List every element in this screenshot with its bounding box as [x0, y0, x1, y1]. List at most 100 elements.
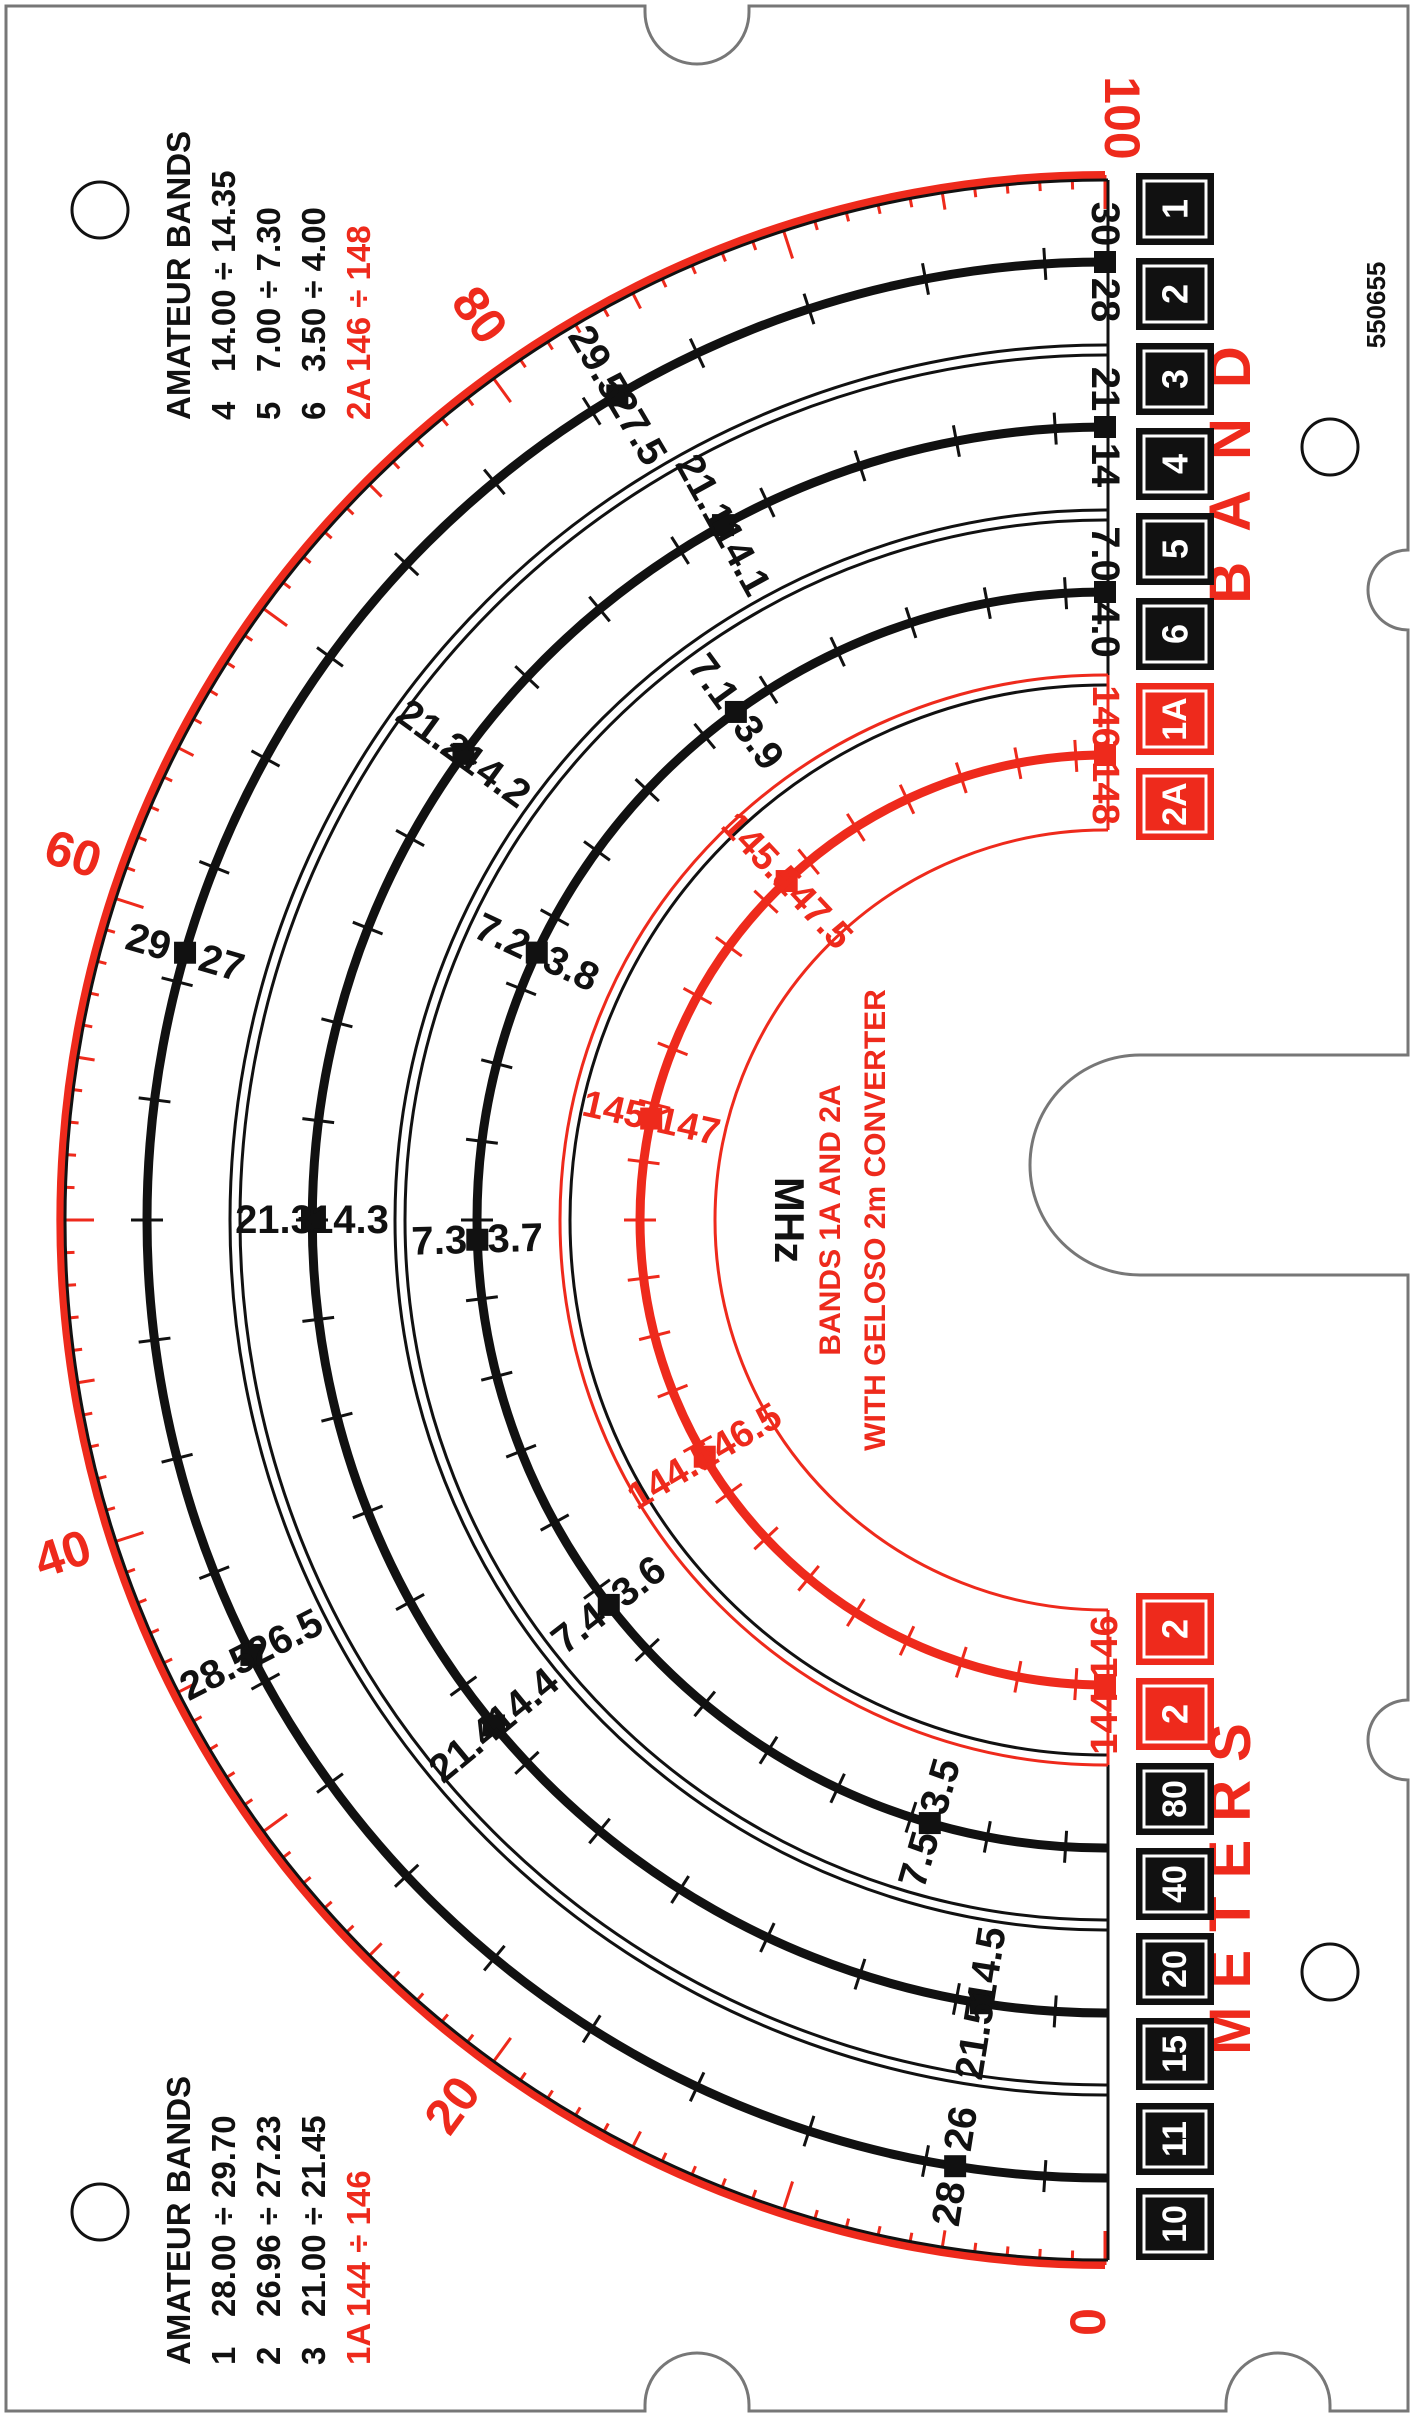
calibration-mark [1094, 744, 1116, 766]
percent-scale-tick [875, 2225, 882, 2241]
inner-frequency-label: 4.0 [1083, 602, 1127, 658]
percent-scale-tick [342, 503, 355, 516]
meter-box: 15 [1136, 2018, 1214, 2090]
amateur-band-number: 6 [295, 402, 332, 420]
amateur-band-range: 144 ÷ 146 [340, 2170, 377, 2317]
tuning-tick [465, 1295, 499, 1303]
tuning-tick [898, 784, 916, 815]
tuning-tick [1063, 577, 1069, 610]
percent-scale-tick [843, 2218, 851, 2233]
tuning-tick [904, 1801, 918, 1833]
meter-box-label: 10 [1156, 2205, 1194, 2243]
meter-box-label: 11 [1156, 2121, 1194, 2157]
percent-scale-tick [188, 1715, 203, 1725]
percent-scale-tick [1037, 176, 1042, 192]
percent-scale-tick [571, 2106, 582, 2121]
percent-scale-tick [61, 1283, 77, 1288]
percent-scale-tick [221, 658, 236, 669]
percent-scale-tick [972, 2242, 978, 2257]
band-box-label: 2A [1156, 782, 1194, 825]
percent-scale-tick [64, 1120, 79, 1125]
tuning-tick [352, 1504, 384, 1520]
tuning-tick [1013, 747, 1023, 780]
percent-scale-tick [84, 1443, 100, 1450]
amateur-band-range: 7.00 ÷ 7.30 [250, 207, 287, 372]
tuning-tick [753, 889, 779, 914]
inner-frequency-label: 3.7 [487, 1216, 544, 1262]
amateur-bands-title: AMATEUR BANDS [160, 131, 197, 420]
percent-scale-tick [749, 236, 758, 251]
percent-scale-tick [84, 990, 100, 997]
tuning-tick [759, 487, 776, 518]
tuning-tick [954, 1646, 968, 1678]
percent-scale-tick [204, 1743, 219, 1754]
tuning-tick [758, 675, 779, 705]
percent-scale-tick [342, 1924, 355, 1937]
percent-scale-tick [278, 578, 292, 590]
inner-frequency-label: 14 [1083, 443, 1127, 488]
percent-scale-tick [221, 1771, 236, 1782]
percent-scale-tick [412, 1992, 425, 2005]
tuning-tick [982, 587, 992, 620]
tuning-tick [714, 936, 743, 958]
percent-scale-tick [437, 413, 449, 427]
calibration-mark [240, 1643, 263, 1666]
calibration-mark [1094, 581, 1116, 603]
meter-box: 10 [1136, 2188, 1214, 2260]
tuning-tick [581, 2014, 602, 2044]
meter-box: 80 [1136, 1763, 1214, 1835]
percent-scale-tick [92, 958, 107, 966]
outer-frequency-label: 7.3 [411, 1218, 468, 1264]
meter-box-label: 2 [1155, 1619, 1196, 1639]
tuning-tick [352, 920, 384, 936]
tuning-tick [250, 749, 281, 768]
tuning-tick [393, 552, 420, 577]
percent-scale-tick [132, 833, 147, 842]
band-box: 4 [1136, 428, 1214, 500]
channel-border [63, 178, 1106, 2262]
tuning-tick [1052, 1995, 1058, 2028]
amateur-band-range: 14.00 ÷ 14.35 [205, 170, 242, 372]
percent-scale-tick [571, 319, 582, 334]
tuning-tick [634, 778, 660, 803]
band-box: 1 [1136, 173, 1214, 245]
tuning-tick [302, 1117, 335, 1125]
tuning-tick [583, 1578, 611, 1600]
calibration-mark [301, 1209, 323, 1231]
tuning-tick [1042, 2160, 1048, 2193]
amateur-band-range: 146 ÷ 148 [340, 225, 377, 372]
percent-scale-tick [320, 527, 333, 540]
percent-scale-tick [412, 435, 425, 448]
tuning-tick [395, 1593, 425, 1612]
amateur-band-number: 2 [250, 2347, 287, 2365]
outer-frequency-label: 21 [1083, 367, 1127, 412]
meter-box-label: 2 [1155, 1704, 1196, 1724]
calibration-mark [918, 1812, 941, 1835]
channel-border [713, 828, 1106, 1612]
tuning-tick [853, 450, 867, 482]
calibration-mark [711, 514, 734, 537]
tuning-tick [514, 665, 540, 690]
percent-scale-tick [812, 216, 819, 231]
calibration-mark [1094, 416, 1116, 438]
percent-scale-tick [388, 457, 401, 470]
tuning-tick [634, 1637, 660, 1662]
outer-frequency-label: 28 [924, 2178, 974, 2229]
band-box-label: 2 [1155, 284, 1196, 304]
channel-border [238, 353, 1106, 2087]
tuning-tick [853, 1958, 867, 1990]
band-box-label: 1A [1156, 697, 1194, 740]
meter-box: 20 [1136, 1933, 1214, 2005]
percent-scale-tick [516, 354, 527, 369]
tuning-tick [670, 536, 690, 565]
percent-scale-tick [61, 1152, 77, 1157]
percent-scale-tick [320, 1900, 333, 1913]
percent-scale-tick [1037, 2248, 1042, 2264]
mount-hole [70, 2182, 130, 2242]
calibration-mark [1094, 1674, 1116, 1696]
tuning-tick [638, 1098, 671, 1110]
tuning-tick [693, 1690, 717, 1718]
tuning-tick [753, 1526, 779, 1551]
tuning-tick [1063, 1830, 1069, 1863]
